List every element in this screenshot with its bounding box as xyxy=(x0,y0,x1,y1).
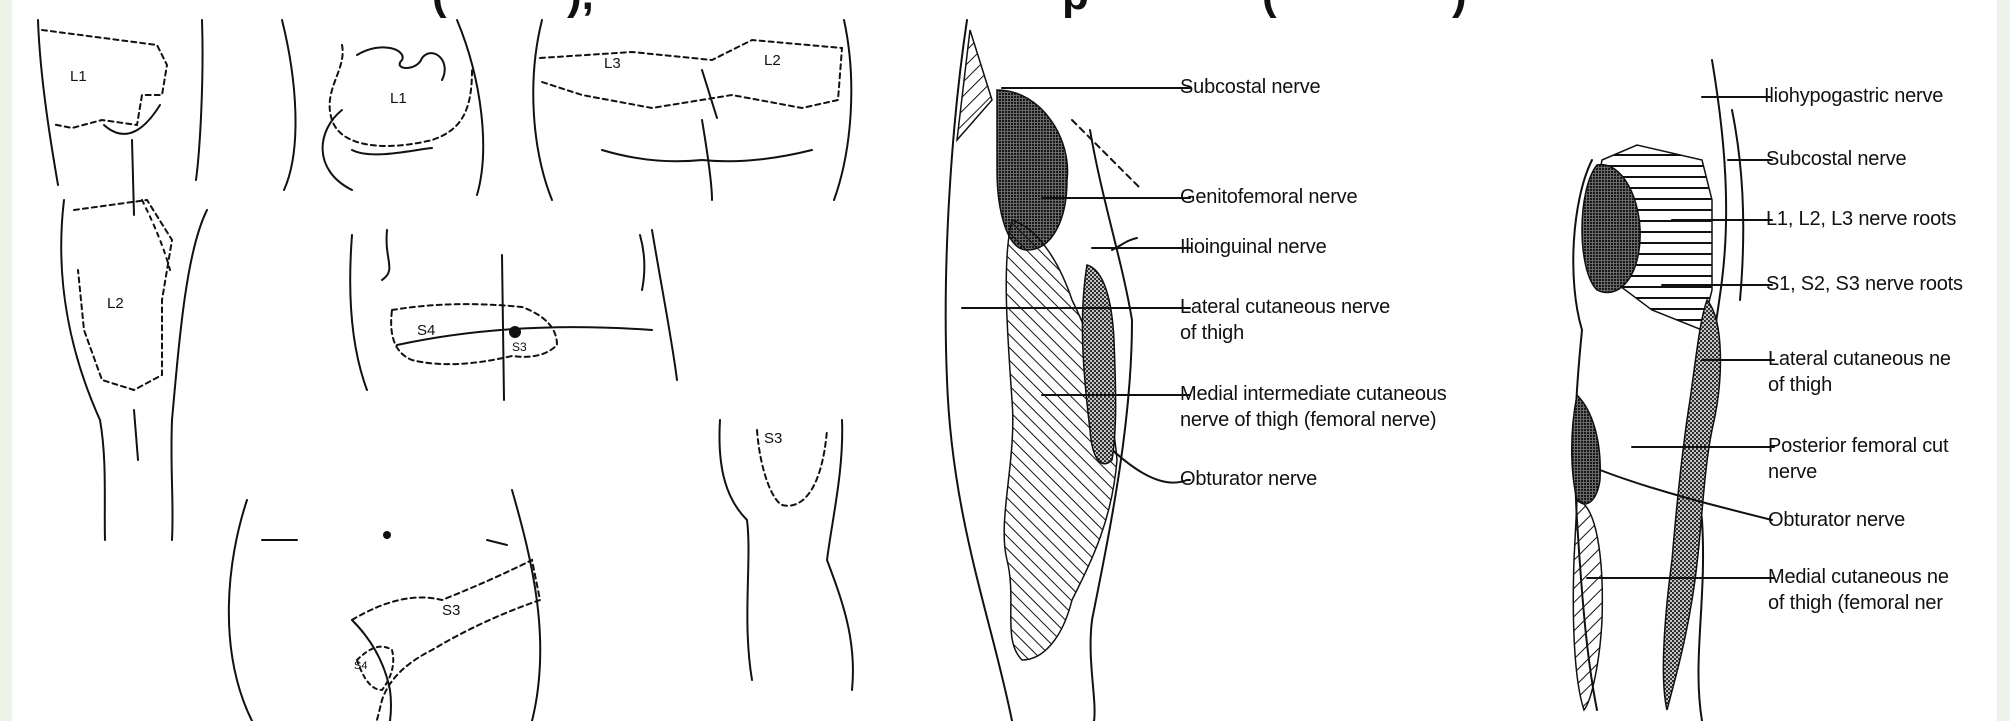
segment-label: S3 xyxy=(512,340,527,354)
nerve-label-lateral-cutaneous-posterior-cont: of thigh xyxy=(1768,372,1832,398)
nerve-label-medial-intermediate-cont: nerve of thigh (femoral nerve) xyxy=(1180,407,1436,433)
nerve-label-iliohypogastric: Iliohypogastric nerve xyxy=(1764,83,1943,109)
nerve-label-ilioinguinal: Ilioinguinal nerve xyxy=(1180,234,1327,260)
dermatome-s3-leg xyxy=(719,420,853,690)
dermatome-l2-thigh xyxy=(61,200,207,540)
dermatome-s4-s3-back xyxy=(350,230,677,400)
nerve-label-genitofemoral: Genitofemoral nerve xyxy=(1180,184,1357,210)
segment-label: L2 xyxy=(107,295,124,312)
segment-label: L1 xyxy=(390,90,407,107)
dermatome-l1-front xyxy=(38,20,203,215)
dermatome-s3-s4-buttock xyxy=(229,490,540,721)
segment-label: S4 xyxy=(417,322,435,339)
segment-label: S4 xyxy=(354,660,367,672)
segment-label: L2 xyxy=(764,52,781,69)
nerve-label-subcostal-posterior: Subcostal nerve xyxy=(1766,146,1906,172)
nerve-label-medial-cutaneous-cont: of thigh (femoral ner xyxy=(1768,590,1943,616)
nerve-label-subcostal: Subcostal nerve xyxy=(1180,74,1320,100)
nerve-label-lateral-cutaneous: Lateral cutaneous nerve xyxy=(1180,294,1390,320)
segment-label: S3 xyxy=(442,602,460,619)
segment-label: L1 xyxy=(70,68,87,85)
nerve-label-posterior-femoral-cont: nerve xyxy=(1768,459,1817,485)
nerve-label-lateral-cutaneous-cont: of thigh xyxy=(1180,320,1244,346)
line-drawing xyxy=(12,0,1997,721)
dermatome-l3-l2-back xyxy=(533,20,851,200)
segment-label: S3 xyxy=(764,430,782,447)
figure-sheet: ( ), p ( ) xyxy=(12,0,1997,721)
nerve-label-posterior-femoral: Posterior femoral cut xyxy=(1768,433,1948,459)
nerve-label-obturator-posterior: Obturator nerve xyxy=(1768,507,1905,533)
nerve-label-medial-cutaneous: Medial cutaneous ne xyxy=(1768,564,1949,590)
nerve-label-lateral-cutaneous-posterior: Lateral cutaneous ne xyxy=(1768,346,1951,372)
nerve-label-s-roots: S1, S2, S3 nerve roots xyxy=(1766,271,1963,297)
nerve-label-medial-intermediate: Medial intermediate cutaneous xyxy=(1180,381,1447,407)
nerve-label-obturator: Obturator nerve xyxy=(1180,466,1317,492)
dermatome-l1-side xyxy=(282,20,483,195)
segment-label: L3 xyxy=(604,55,621,72)
nerve-label-l-roots: L1, L2, L3 nerve roots xyxy=(1766,206,1956,232)
